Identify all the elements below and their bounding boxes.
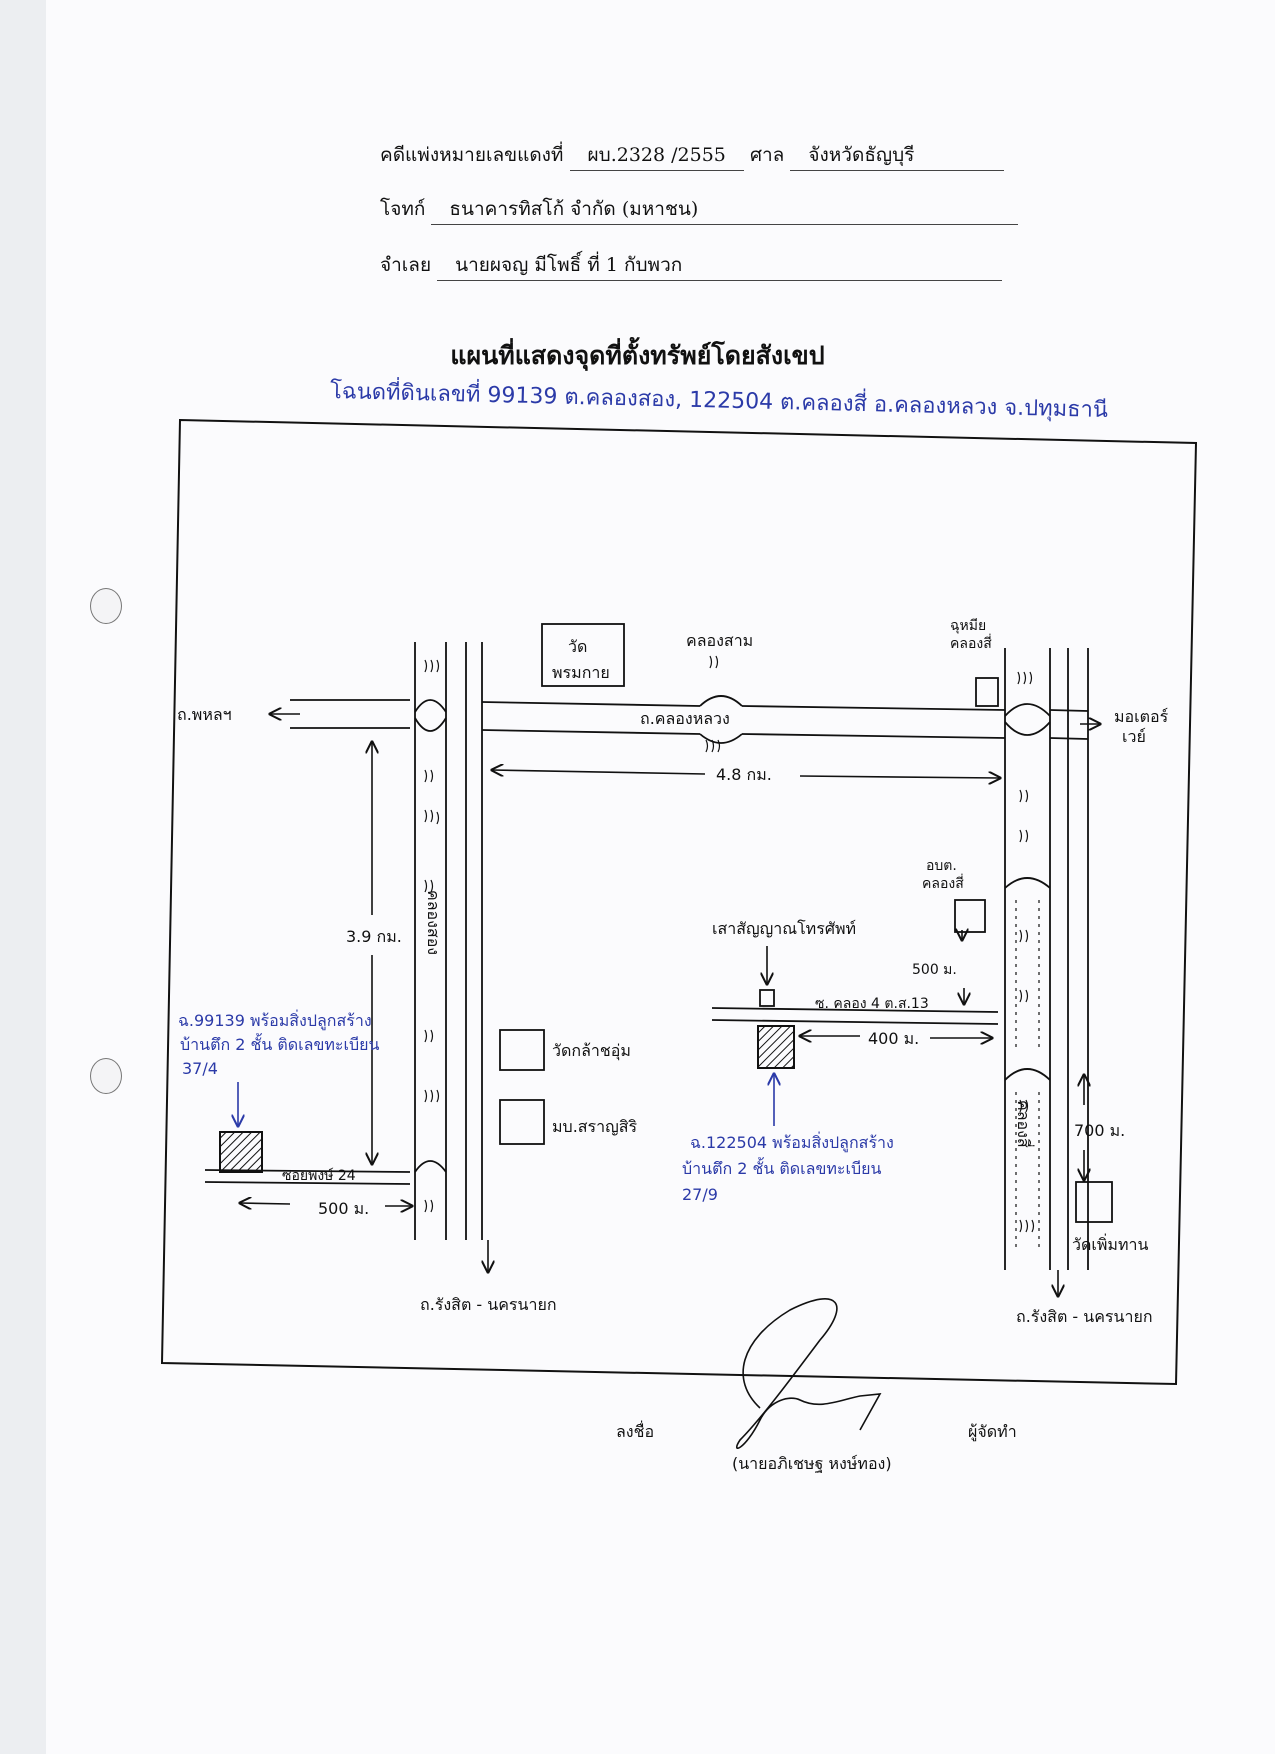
canal-khlong-song bbox=[414, 642, 447, 1240]
label-road-khlong-luang: ถ.คลองหลวง bbox=[640, 709, 730, 728]
defendant-label: จำเลย bbox=[380, 254, 432, 276]
road-khlong-luang-bottom bbox=[290, 727, 1089, 740]
map-frame bbox=[160, 418, 1198, 1386]
bridge bbox=[414, 699, 447, 732]
document-sheet bbox=[46, 0, 1275, 1754]
court-label: ศาล bbox=[749, 144, 785, 166]
label-school-1: ฉุหมีย bbox=[950, 618, 986, 634]
label-dist-400: 400 ม. bbox=[868, 1029, 919, 1048]
case-line: คดีแพ่งหมายเลขแดงที่ ผบ.2328 /2555 ศาล จ… bbox=[380, 140, 1005, 171]
wat-klachum-box bbox=[499, 1029, 545, 1071]
label-phone-pole: เสาสัญญาณโทรศัพท์ bbox=[712, 919, 856, 938]
label-obt-1: อบต. bbox=[926, 858, 957, 874]
label-dist-700: 700 ม. bbox=[1074, 1121, 1125, 1140]
label-khlong-sam: คลองสาม bbox=[686, 631, 753, 650]
wat-phoem-box bbox=[1075, 1181, 1113, 1223]
label-to-phahon: ถ.พหลฯ bbox=[177, 705, 232, 724]
label-soi-khlong4: ซ. คลอง 4 ต.ส.13 bbox=[815, 996, 929, 1012]
label-dist-500-top: 500 ม. bbox=[912, 962, 957, 978]
bridge bbox=[414, 877, 1051, 1173]
road-rangsit-right bbox=[1067, 648, 1089, 1270]
property-left-plot bbox=[219, 1131, 263, 1173]
property-left-line-1: ฉ.99139 พร้อมสิ่งปลูกสร้าง bbox=[178, 1009, 372, 1031]
label-dist-vertical: 3.9 กม. bbox=[346, 927, 402, 946]
label-soi-bottom: ซอยพงษ์ 24 bbox=[282, 1167, 356, 1184]
plaintiff-name: ธนาคารทิสโก้ จำกัด (มหาชน) bbox=[431, 194, 1019, 225]
signer-role: ผู้จัดทำ bbox=[968, 1422, 1017, 1441]
label-khlong-si: คลองสี่ bbox=[1014, 1100, 1035, 1148]
map-title: แผนที่แสดงจุดที่ตั้งทรัพย์โดยสังเขป bbox=[450, 341, 825, 370]
phone-pole-box bbox=[759, 989, 775, 1007]
punch-hole-bottom bbox=[90, 1058, 122, 1094]
label-village-sarasiri: มบ.สราญสิริ bbox=[552, 1117, 638, 1136]
obt-box bbox=[954, 899, 986, 933]
label-khlong-song: คลองสอง bbox=[424, 890, 443, 955]
sign-label: ลงชื่อ bbox=[616, 1422, 655, 1441]
label-wat-klachum: วัดกล้าชอุ่ม bbox=[552, 1041, 631, 1061]
signature-mark bbox=[735, 1298, 882, 1449]
wat-phromkai-box bbox=[541, 623, 625, 687]
label-wat-2: พรมกาย bbox=[552, 663, 610, 682]
plaintiff-line: โจทก์ ธนาคารทิสโก้ จำกัด (มหาชน) bbox=[380, 194, 1019, 225]
case-label: คดีแพ่งหมายเลขแดงที่ bbox=[380, 144, 564, 166]
dim-4-8-left bbox=[492, 770, 706, 774]
defendant-name: นายผจญ มีโพธิ์ ที่ 1 กับพวก bbox=[437, 250, 1003, 281]
punch-hole-top bbox=[90, 588, 122, 624]
bridge bbox=[699, 695, 743, 744]
label-wat-1: วัด bbox=[568, 637, 587, 656]
label-obt-2: คลองสี่ bbox=[922, 874, 964, 892]
road-khlong-luang-top bbox=[290, 699, 1089, 712]
bridge bbox=[1004, 703, 1051, 736]
road-rangsit-left bbox=[465, 642, 483, 1240]
case-number: ผบ.2328 /2555 bbox=[569, 140, 744, 171]
label-dist-500-bottom: 500 ม. bbox=[318, 1199, 369, 1218]
property-left-line-3: 37/4 bbox=[182, 1059, 218, 1078]
plaintiff-label: โจทก์ bbox=[380, 198, 426, 220]
label-motorway-2: เวย์ bbox=[1122, 727, 1146, 746]
property-right-line-3: 27/9 bbox=[682, 1185, 718, 1204]
property-left-line-2: บ้านตึก 2 ชั้น ติดเลขทะเบียน bbox=[180, 1033, 380, 1054]
dim-500-bottom-left bbox=[240, 1203, 291, 1204]
school-khlong-si-box bbox=[975, 677, 999, 707]
label-wat-phoem: วัดเพิ่มทาน bbox=[1072, 1233, 1148, 1254]
label-dist-main: 4.8 กม. bbox=[716, 765, 772, 784]
canal-khlong-si bbox=[1004, 648, 1051, 1270]
label-motorway-1: มอเตอร์ bbox=[1114, 707, 1169, 726]
label-rangsit-left: ถ.รังสิต - นครนายก bbox=[420, 1295, 557, 1314]
paper-edge bbox=[0, 0, 46, 1754]
village-sarasiri-box bbox=[499, 1099, 545, 1145]
label-school-2: คลองสี่ bbox=[950, 634, 992, 652]
property-right-line-2: บ้านตึก 2 ชั้น ติดเลขทะเบียน bbox=[682, 1157, 882, 1178]
dim-4-8-right bbox=[799, 776, 1000, 778]
court-name: จังหวัดธัญบุรี bbox=[790, 140, 1005, 171]
label-rangsit-right: ถ.รังสิต - นครนายก bbox=[1016, 1307, 1153, 1326]
soi-khlong4 bbox=[711, 1007, 999, 1025]
signer-name: (นายอภิเชษฐ หงษ์ทอง) bbox=[732, 1454, 892, 1473]
defendant-line: จำเลย นายผจญ มีโพธิ์ ที่ 1 กับพวก bbox=[380, 250, 1003, 281]
property-right-plot bbox=[757, 1025, 795, 1069]
property-right-line-1: ฉ.122504 พร้อมสิ่งปลูกสร้าง bbox=[690, 1131, 894, 1153]
